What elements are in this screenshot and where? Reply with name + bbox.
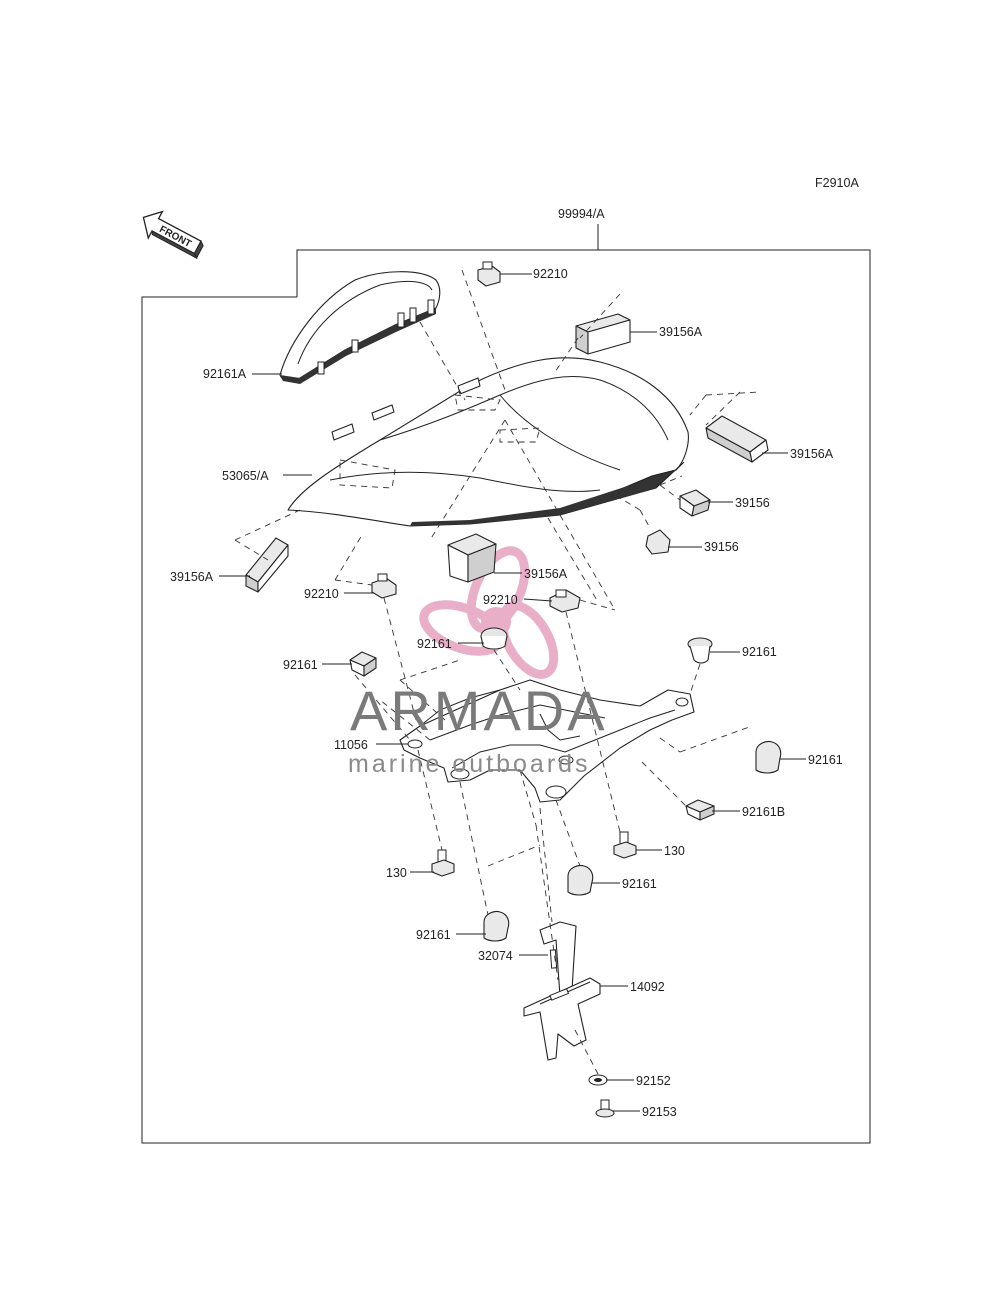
label-92161-right-2: 92161 xyxy=(808,753,843,767)
stay-32074 xyxy=(539,921,577,997)
label-39156-right-1: 39156 xyxy=(735,496,770,510)
assembly-guide-lines xyxy=(234,269,761,1075)
pad-39156A-mid xyxy=(447,533,497,583)
assembly-frame xyxy=(141,224,871,1144)
label-92161-right-1: 92161 xyxy=(742,645,777,659)
bolt-130-right xyxy=(613,831,637,859)
clip-92210-mid xyxy=(549,589,581,613)
label-92161-low-right: 92161 xyxy=(622,877,657,891)
watermark-tagline: marine outboards xyxy=(348,750,591,778)
label-92161-center: 92161 xyxy=(417,637,452,651)
label-53065A: 53065/A xyxy=(222,469,269,483)
clip-92210-top xyxy=(477,261,501,287)
label-92210-left: 92210 xyxy=(304,587,339,601)
figure-code: F2910A xyxy=(815,176,859,190)
grommet-92161-center xyxy=(480,627,508,650)
clip-92210-left xyxy=(371,573,397,599)
label-130-left: 130 xyxy=(386,866,407,880)
plate-14092 xyxy=(523,977,601,1061)
pad-39156-right-2 xyxy=(645,529,671,555)
grommet-92161-right-1 xyxy=(687,637,713,664)
nut-92152 xyxy=(588,1074,608,1086)
label-11056: 11056 xyxy=(334,738,368,752)
label-39156A-mid: 39156A xyxy=(524,567,568,581)
bolt-130-left xyxy=(431,849,455,877)
grommet-92161-right-2 xyxy=(755,740,782,774)
label-39156A-right: 39156A xyxy=(790,447,834,461)
label-39156A-left: 39156A xyxy=(170,570,214,584)
front-arrow-icon: FRONT xyxy=(142,210,204,260)
label-92152: 92152 xyxy=(636,1074,671,1088)
label-39156A-top: 39156A xyxy=(659,325,703,339)
pad-92161B xyxy=(685,799,715,821)
label-92153: 92153 xyxy=(642,1105,677,1119)
pad-39156A-top xyxy=(575,313,631,355)
watermark-brand: ARMADA xyxy=(350,679,608,742)
leader-lines xyxy=(219,273,806,1112)
assembly-label: 99994/A xyxy=(558,207,605,221)
label-92161B: 92161B xyxy=(742,805,785,819)
label-92210-mid: 92210 xyxy=(483,593,518,607)
label-92161-left: 92161 xyxy=(283,658,318,672)
grommet-92161-left xyxy=(349,651,377,677)
label-39156-right-2: 39156 xyxy=(704,540,739,554)
pad-39156-right-1 xyxy=(679,489,711,517)
label-92161A: 92161A xyxy=(203,367,247,381)
label-32074: 32074 xyxy=(478,949,513,963)
label-14092: 14092 xyxy=(630,980,665,994)
label-130-right: 130 xyxy=(664,844,685,858)
pad-39156A-right xyxy=(705,415,769,463)
pad-39156A-left xyxy=(245,537,289,593)
cover-92161A xyxy=(279,271,441,384)
bracket-11056 xyxy=(399,679,695,803)
label-92161-low-left: 92161 xyxy=(416,928,451,942)
part-labels: 92210 39156A 92161A 39156A 53065/A 39156… xyxy=(170,267,843,1119)
bolt-92153 xyxy=(595,1099,615,1118)
label-92210-top: 92210 xyxy=(533,267,568,281)
seat-cowl-53065A xyxy=(287,357,689,527)
grommet-92161-low-left xyxy=(483,910,510,942)
grommet-92161-low-right xyxy=(567,864,594,896)
